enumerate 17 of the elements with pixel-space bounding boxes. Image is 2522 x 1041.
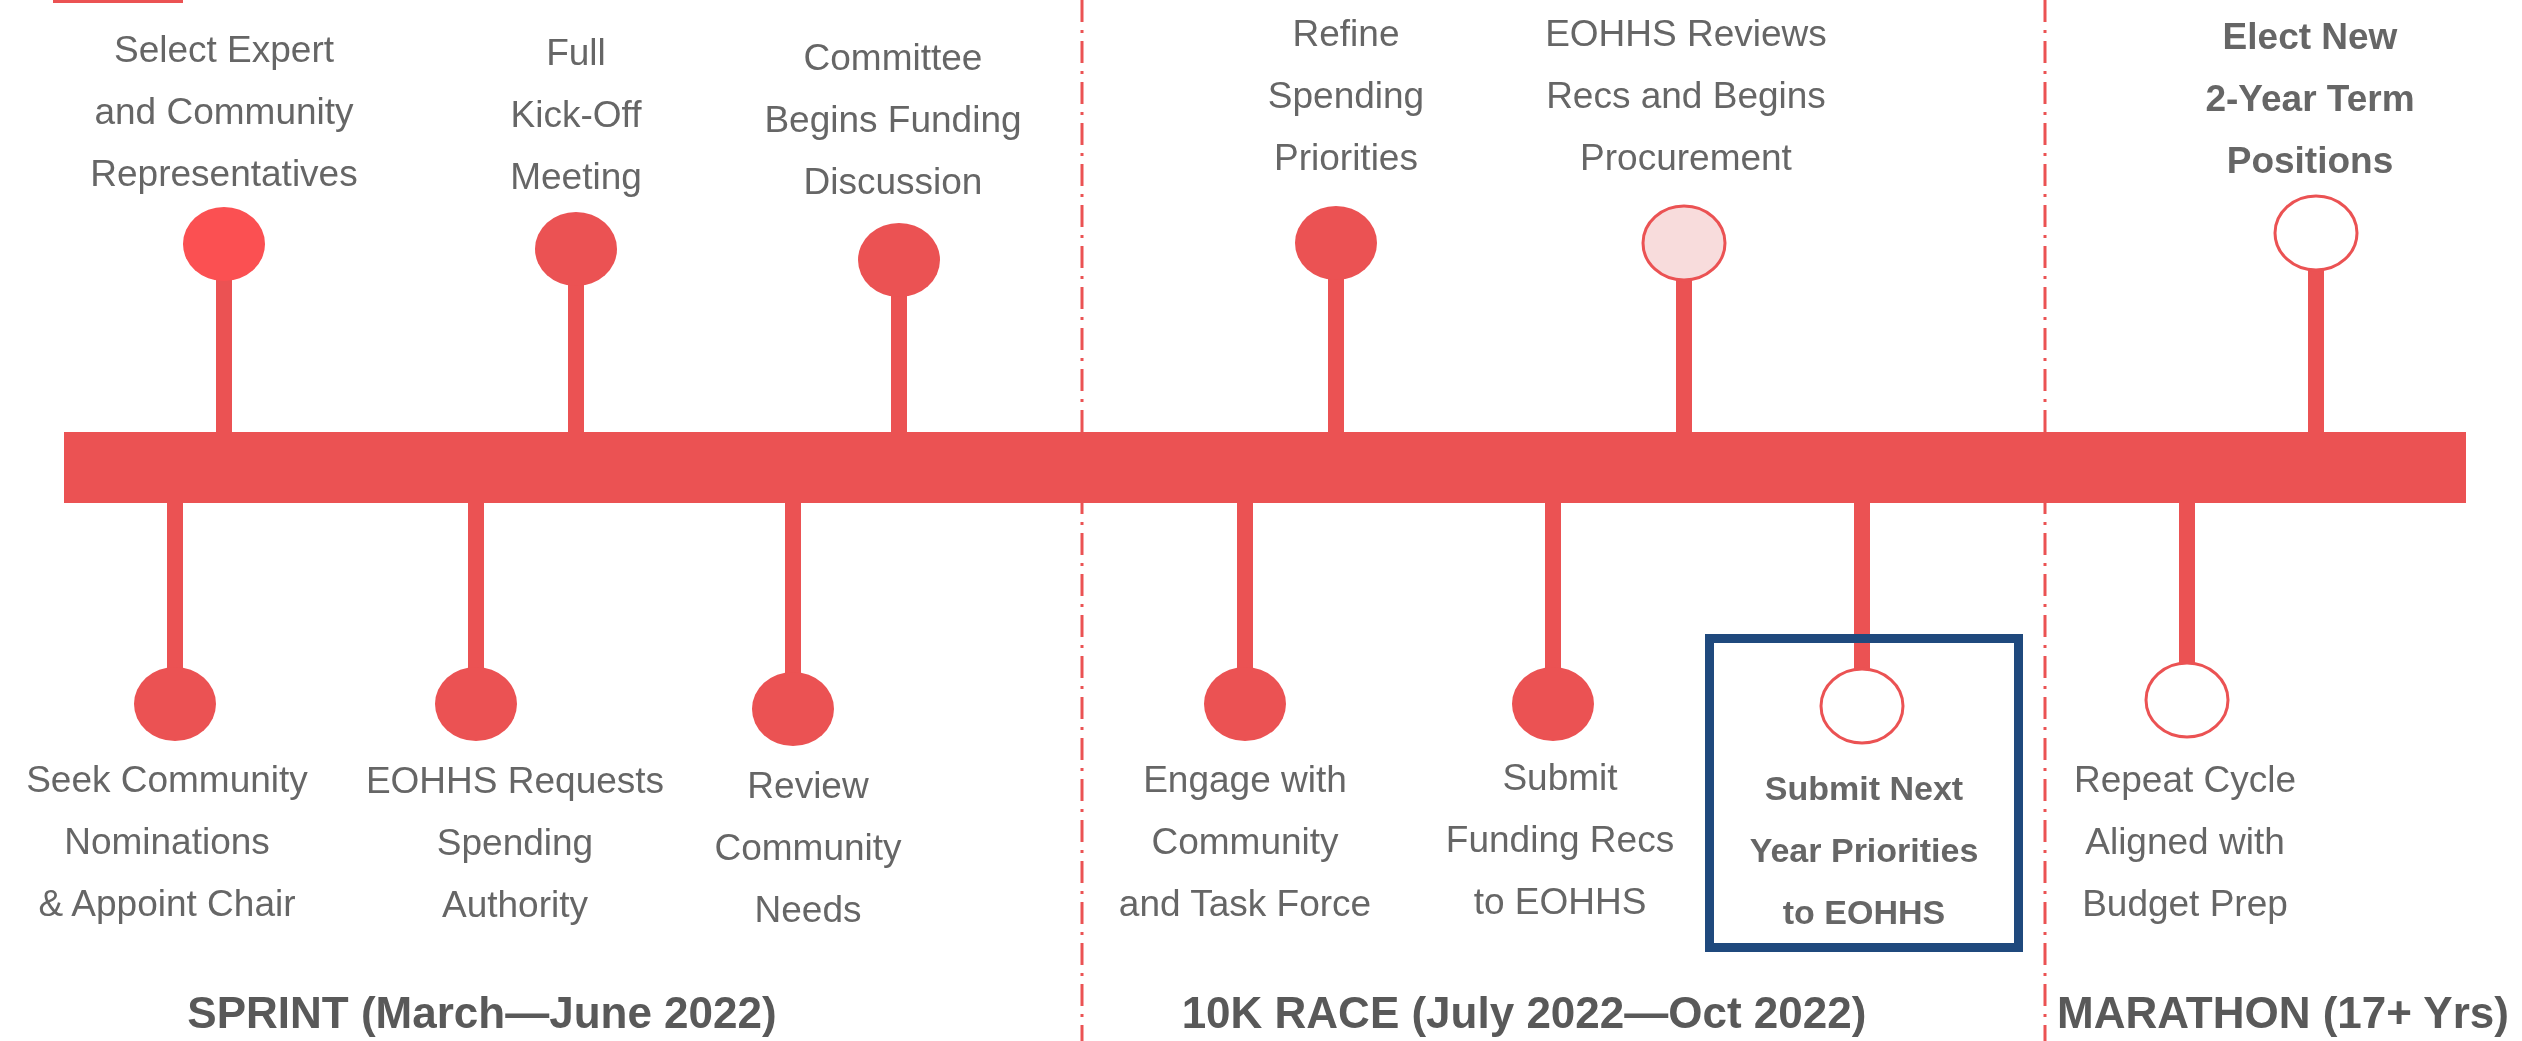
milestone-label: Elect New 2-Year Term Positions: [2205, 15, 2415, 183]
milestone-label: EOHHS Requests Spending Authority: [365, 759, 665, 927]
milestone-label: Select Expert and Community Representatives: [90, 28, 358, 196]
milestone-label: Full Kick-Off Meeting: [510, 31, 642, 199]
highlight-box: [1705, 634, 2023, 952]
phase-heading: SPRINT (March—June 2022): [187, 987, 777, 1039]
milestone-label: Review Community Needs: [714, 764, 902, 932]
milestone-label: Seek Community Nominations & Appoint Chair: [26, 758, 308, 926]
phase-heading: 10K RACE (July 2022—Oct 2022): [1181, 987, 1867, 1039]
milestone-label: Refine Spending Priorities: [1267, 12, 1425, 180]
milestone-label: EOHHS Reviews Recs and Begins Procurement: [1545, 12, 1827, 180]
milestone-label: Submit Funding Recs to EOHHS: [1445, 756, 1675, 924]
milestone-label: Repeat Cycle Aligned with Budget Prep: [2073, 758, 2297, 926]
phase-heading: MARATHON (17+ Yrs): [2057, 987, 2509, 1039]
milestone-label: Engage with Community and Task Force: [1118, 758, 1372, 926]
milestone-label: Committee Begins Funding Discussion: [764, 36, 1022, 204]
milestone-label: Submit Next Year Priorities to EOHHS: [1749, 768, 1979, 933]
